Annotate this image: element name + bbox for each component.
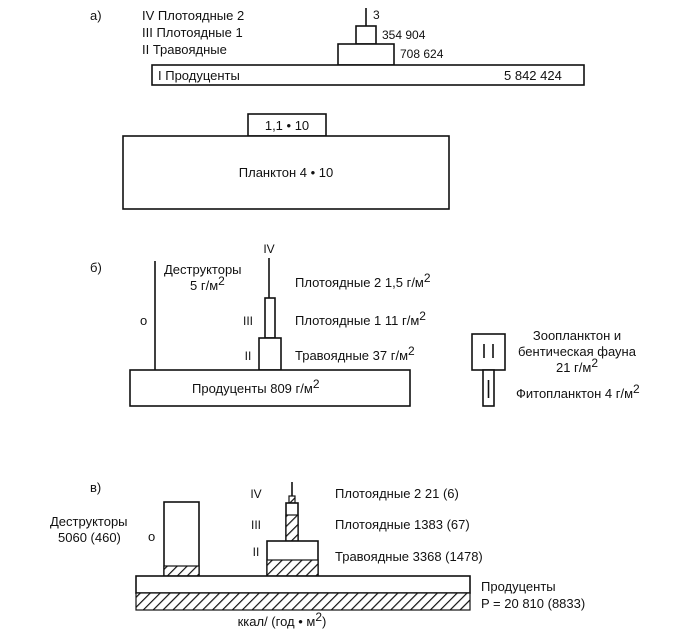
decomposers-label-b: Деструкторы (164, 262, 242, 277)
herbivores-bar-a (337, 43, 395, 66)
zooplankton-label-1: Зоопланктон и (533, 328, 621, 343)
producers-label-b: Продуценты 809 г/м2 (192, 377, 320, 396)
plankton-box (122, 135, 450, 210)
level-iv-b: IV (263, 242, 274, 256)
carnivores-1-hatched-part (285, 514, 299, 542)
panel-a-label: а) (90, 8, 102, 23)
decomposers-value-b: 5 г/м2 (190, 274, 225, 293)
panel-b-label: б) (90, 260, 102, 275)
zooplankton-label-2: бентическая фауна (518, 344, 637, 359)
carnivores-1-value-a: 354 904 (382, 28, 426, 42)
legend-carnivores-1: III Плотоядные 1 (142, 25, 243, 40)
producers-hatched-part (135, 592, 471, 611)
decomposers-label-c: Деструкторы (50, 514, 128, 529)
producers-value-a: 5 842 424 (504, 68, 562, 83)
zooplankton-box (471, 333, 506, 371)
level-ii-b: II (245, 349, 252, 363)
producers-bar-c (135, 575, 471, 594)
panel-c-label: в) (90, 480, 101, 495)
level-iii-b: III (243, 314, 253, 328)
decomposers-bar-c (163, 501, 200, 577)
level-ii-c: II (253, 545, 260, 559)
decomposers-o-label-b: о (140, 313, 147, 328)
carnivores-1-bar-a (355, 25, 377, 45)
panel-a: а) IV Плотоядные 2 III Плотоядные 1 II Т… (90, 8, 585, 210)
carnivores-1-label-b: Плотоядные 1 11 г/м2 (295, 309, 426, 328)
producers-label-a: I Продуценты (158, 68, 240, 83)
carnivores-2-value-a: 3 (373, 8, 380, 22)
producers-label-c: Продуценты (481, 579, 556, 594)
herbivores-value-a: 708 624 (400, 47, 444, 61)
legend-carnivores-2: IV Плотоядные 2 (142, 8, 244, 23)
carnivores-2-label-b: Плотоядные 2 1,5 г/м2 (295, 271, 431, 290)
carnivores-2-label-c: Плотоядные 2 21 (6) (335, 486, 459, 501)
producers-value-c: P = 20 810 (8833) (481, 596, 585, 611)
producers-bar-a (151, 64, 585, 86)
decomposers-value-c: 5060 (460) (58, 530, 121, 545)
panel-c: в) о Деструкторы 5060 (460) IV III II Пл… (50, 480, 585, 629)
herbivores-bar-b (258, 337, 282, 371)
herbivores-label-c: Травоядные 3368 (1478) (335, 549, 483, 564)
phytoplankton-label: Фитопланктон 4 г/м2 (516, 382, 640, 401)
carnivores-1-bar-b (264, 297, 276, 339)
herbivores-hatched-part (266, 559, 319, 577)
units-label: ккал/ (год • м2) (238, 610, 327, 629)
producers-bar-b (129, 369, 411, 407)
level-iii-c: III (251, 518, 261, 532)
carnivores-1-label-c: Плотоядные 1383 (67) (335, 517, 470, 532)
level-iv-c: IV (250, 487, 261, 501)
carnivores-2-bar-c (288, 495, 296, 504)
upper-level-value: 1,1 • 10 (265, 118, 309, 133)
panel-b: б) о Деструкторы 5 г/м2 IV III II Плотоя… (90, 242, 640, 407)
decomposers-o-label-c: о (148, 529, 155, 544)
decomposers-hatched-part (163, 565, 200, 577)
zooplankton-value: 21 г/м2 (556, 356, 598, 375)
herbivores-label-b: Травоядные 37 г/м2 (295, 344, 415, 363)
legend-herbivores: II Травоядные (142, 42, 227, 57)
plankton-label: Планктон 4 • 10 (239, 165, 333, 180)
